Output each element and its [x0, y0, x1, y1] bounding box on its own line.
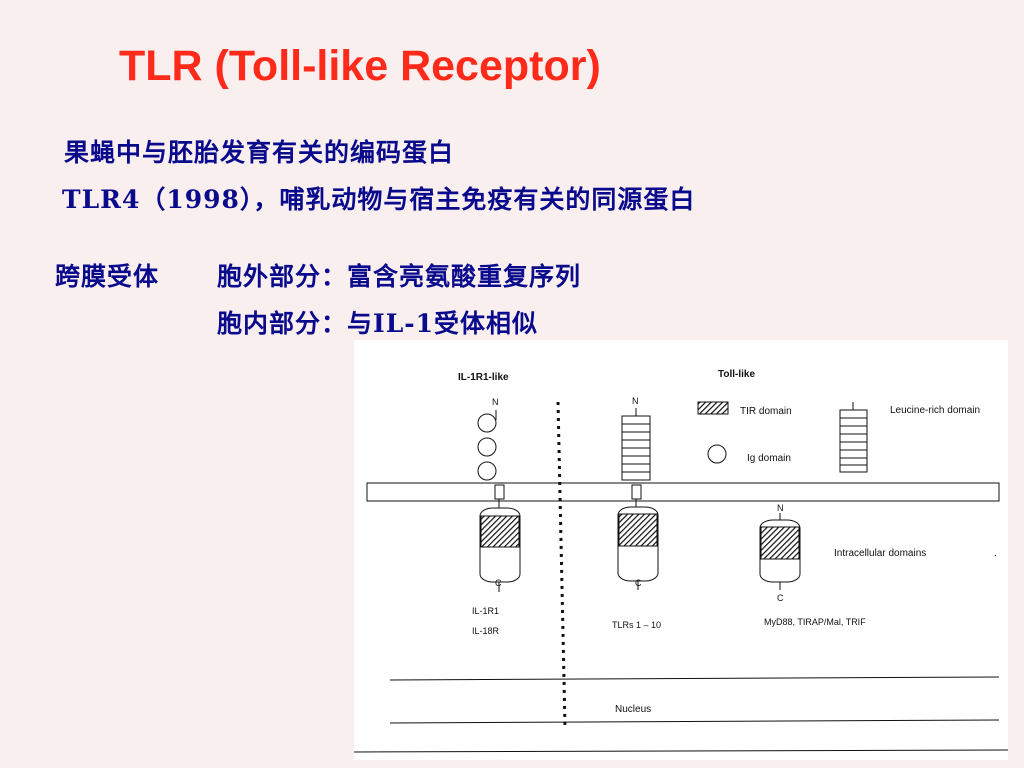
adaptor-n-terminal: N [777, 503, 784, 513]
label-intracellular-domains: Intracellular domains [834, 548, 926, 559]
stray-dot: . [994, 548, 997, 559]
label-tlrs: TLRs 1 – 10 [612, 620, 661, 630]
adaptor-c-terminal: C [777, 593, 784, 603]
legend-tir-label: TIR domain [740, 406, 792, 417]
text-drosophila: 果蝇中与胚胎发育有关的编码蛋白 [64, 138, 455, 167]
label-il1r1: IL-1R1 [472, 606, 499, 616]
text-intracellular: 胞内部分：与IL-1受体相似 [217, 309, 539, 338]
text-extracellular: 胞外部分：富含亮氨酸重复序列 [217, 262, 582, 291]
nuclear-envelope-upper [389, 676, 1000, 681]
receptor-diagram: IL-1R1-like Toll-like TIR domain Ig doma… [354, 340, 1008, 760]
il1r1-n-terminal: N [492, 397, 499, 407]
label-nucleus: Nucleus [615, 704, 651, 715]
slide-title: TLR (Toll-like Receptor) [119, 42, 601, 90]
legend-ig-label: Ig domain [747, 453, 791, 464]
nucleus-bottom-line [354, 749, 1008, 753]
tlr-c-terminal: C [635, 578, 642, 588]
tlr-n-terminal: N [632, 396, 639, 406]
legend-leucine-stack [839, 402, 868, 473]
il1r1-c-terminal: C [495, 578, 502, 588]
legend-leucine-label: Leucine-rich domain [890, 405, 980, 416]
nuclear-envelope-lower [389, 719, 1000, 724]
label-il18r: IL-18R [472, 626, 500, 636]
label-toll-like: Toll-like [718, 369, 755, 380]
legend-ig-circle [707, 444, 727, 464]
receptor-adaptor: N C [759, 503, 801, 603]
separator-dotted-line [556, 401, 567, 727]
label-il1r1-like: IL-1R1-like [458, 372, 509, 383]
legend-tir-swatch [697, 401, 729, 415]
text-transmembrane: 跨膜受体 [55, 262, 160, 291]
receptor-il1r1: N C [477, 397, 521, 592]
plasma-membrane [366, 482, 1000, 502]
receptor-tlr: N C [617, 396, 659, 590]
text-tlr4: TLR4（1998），哺乳动物与宿主免疫有关的同源蛋白 [62, 185, 696, 214]
label-adaptors: MyD88, TIRAP/Mal, TRIF [764, 617, 866, 627]
